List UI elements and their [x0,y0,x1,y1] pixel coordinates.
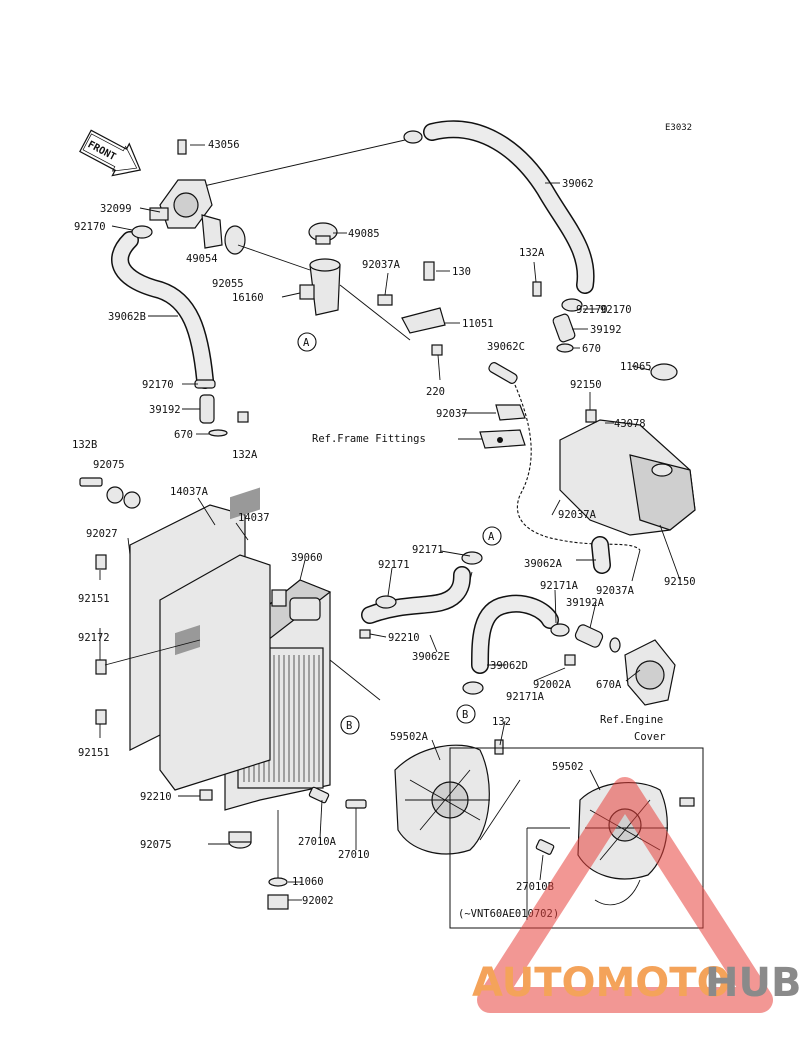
part-number-label: 92171 [378,559,410,571]
part-number-label: 92037A [558,509,597,521]
part-number-label: 39062C [487,341,525,353]
part-number-label: 92037 [436,408,468,420]
part-number-label: 130 [452,266,471,278]
part-number-label: 49054 [186,253,218,265]
part-number-label: 39192 [149,404,181,416]
ref-engine-label: Ref.Engine [600,714,663,726]
part-number-label: 39062E [412,651,450,663]
part-number-label: 92150 [664,576,696,588]
callout-a-2: A [488,531,495,543]
part-number-label: 39060 [291,552,323,564]
part-number-label: 11065 [620,361,652,373]
ref-frame-label: Ref.Frame Fittings [312,433,426,445]
part-number-label: 92171A [540,580,579,592]
part-number-label: 92037A [596,585,635,597]
svg-text:AUTOMOTO: AUTOMOTO [472,960,731,1006]
callout-a-1: A [303,337,310,349]
svg-text:HUB: HUB [705,960,800,1006]
part-number-label: 670 [582,343,601,355]
part-number-label: 92210 [388,632,420,644]
callout-b-2: B [462,709,468,721]
part-labels: 430563209992170490549205539062B921703919… [72,139,696,907]
part-number-label: 92002A [533,679,572,691]
part-number-label: 132 [492,716,511,728]
thermostat-housing [149,139,223,249]
part-number-label: 92172 [78,632,110,644]
callout-b-1: B [346,720,352,732]
part-number-label: 43078 [614,418,646,430]
part-number-label: 92170 [576,304,608,316]
part-number-label: 49085 [348,228,380,240]
part-number-label: 670 [174,429,193,441]
part-number-label: 92055 [212,278,244,290]
part-number-label: 14037A [170,486,209,498]
filler-neck [299,222,341,316]
part-number-label: 43056 [208,139,240,151]
part-number-label: 92170 [142,379,174,391]
part-number-label: 92075 [93,459,125,471]
part-number-label: 132A [519,247,545,259]
part-number-label: 39062 [562,178,594,190]
part-number-label: 39192 [590,324,622,336]
part-number-label: 92027 [86,528,118,540]
part-number-label: 92075 [140,839,172,851]
diagram-code: E3032 [665,123,692,133]
part-number-label: 27010 [338,849,370,861]
part-number-label: 670A [596,679,622,691]
part-number-label: 39062D [490,660,528,672]
part-number-label: 132A [232,449,258,461]
model-note-box [449,747,704,929]
part-number-label: 132B [72,439,97,451]
part-number-label: 92150 [570,379,602,391]
front-arrow-icon: FRONT [79,129,142,177]
part-number-label: 39062A [524,558,563,570]
part-number-label: 92170 [74,221,106,233]
part-number-label: 39062B [108,311,146,323]
part-number-label: 92170 [600,304,632,316]
part-number-label: 16160 [232,292,264,304]
part-number-label: 11060 [292,876,324,888]
part-number-label: 27010A [298,836,337,848]
part-number-label: 59502 [552,761,584,773]
reservoir-tank [559,363,696,536]
part-number-label: 39192A [566,597,605,609]
part-number-label: 92037A [362,259,401,271]
part-number-label: 32099 [100,203,132,215]
watermark-logo: AUTOMOTO HUB [472,777,800,1013]
part-number-label: 14037 [238,512,270,524]
part-number-label: 220 [426,386,445,398]
part-number-label: 92171 [412,544,444,556]
part-number-label: 27010B [516,881,554,893]
ref-engine-label-2: Cover [634,731,666,743]
part-number-label: 92151 [78,593,110,605]
fan-left [394,744,490,855]
part-number-label: 11051 [462,318,494,330]
part-number-label: 92171A [506,691,545,703]
leader-lines [99,144,681,920]
part-number-label: 92002 [302,895,334,907]
part-number-label: 92210 [140,791,172,803]
part-number-label: 92151 [78,747,110,759]
part-number-label: 59502A [390,731,429,743]
